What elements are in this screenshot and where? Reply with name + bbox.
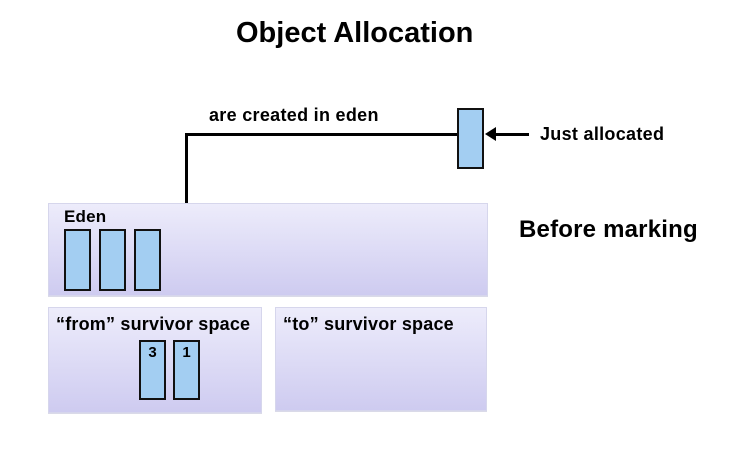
survivor-object-1: 1 <box>173 340 200 400</box>
eden-arrow-vertical-line <box>185 133 188 243</box>
eden-object <box>64 229 91 291</box>
before-marking-label: Before marking <box>519 216 698 243</box>
to-survivor-label: “to” survivor space <box>283 314 454 334</box>
just-allocated-arrow-line <box>494 133 529 136</box>
slide-title: Object Allocation <box>236 17 474 49</box>
eden-region-label: Eden <box>64 207 107 226</box>
just-allocated-label: Just allocated <box>540 124 665 144</box>
from-survivor-region: “from” survivor space 3 1 <box>48 307 262 413</box>
eden-object <box>99 229 126 291</box>
from-survivor-label: “from” survivor space <box>56 314 251 334</box>
arrowhead-left-icon <box>485 127 496 141</box>
eden-object <box>134 229 161 291</box>
survivor-object-3: 3 <box>139 340 166 400</box>
created-in-eden-label: are created in eden <box>209 105 379 125</box>
eden-arrow-horizontal-line <box>186 133 458 136</box>
eden-region: Eden <box>48 203 488 296</box>
just-allocated-object <box>457 108 484 169</box>
to-survivor-region: “to” survivor space <box>275 307 487 411</box>
survivor-object-age: 3 <box>148 344 157 361</box>
survivor-object-age: 1 <box>182 344 191 361</box>
